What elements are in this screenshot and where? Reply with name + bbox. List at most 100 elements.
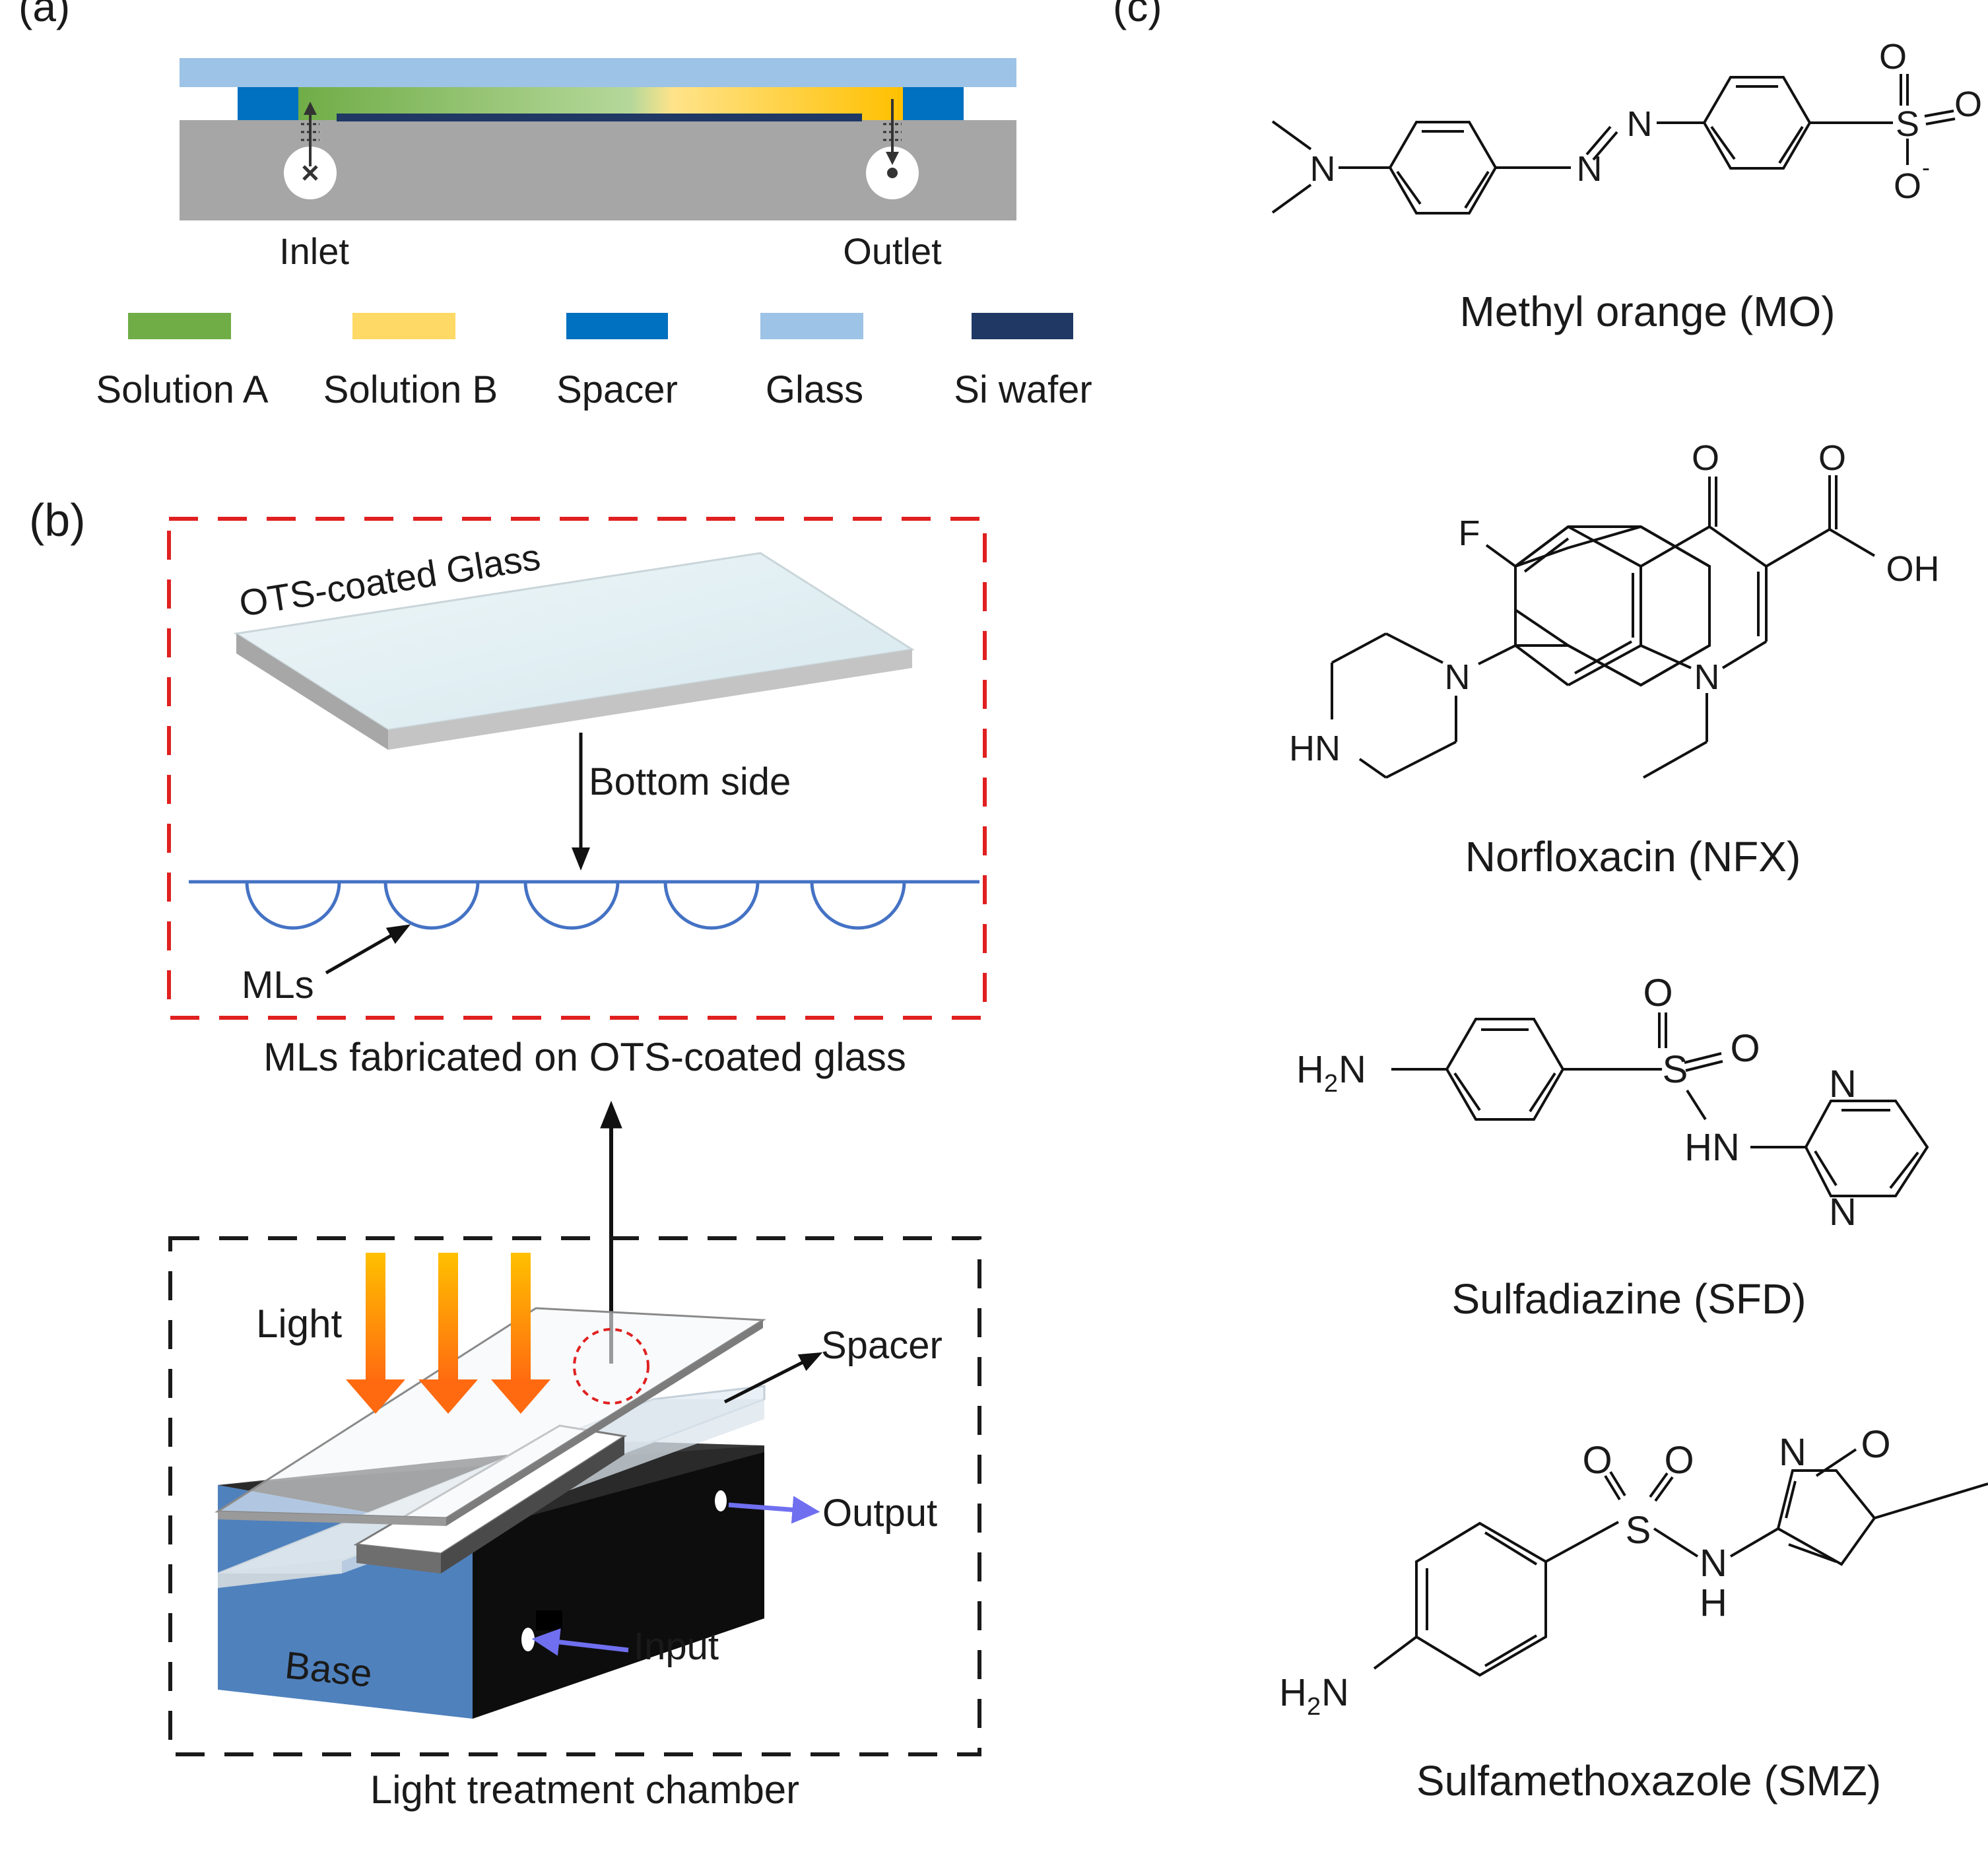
legend-swatch-spacer	[566, 313, 668, 339]
input-arrow	[531, 1628, 629, 1656]
light-arrows	[346, 1253, 550, 1414]
nfx-atom-n-ring: N	[1694, 657, 1720, 697]
smz-atom-o-iso: O	[1861, 1423, 1890, 1466]
ots-glass-front	[236, 634, 388, 750]
norfloxacin-name: Norfloxacin (NFX)	[1465, 833, 1801, 880]
panel-a-label: (a)	[18, 0, 70, 30]
legend-solution-b: Solution B	[323, 313, 498, 411]
sulfamethoxazole-name: Sulfamethoxazole (SMZ)	[1416, 1757, 1881, 1805]
bottom-caption: Light treatment chamber	[370, 1768, 799, 1812]
microlens-3	[523, 881, 620, 930]
top-caption: MLs fabricated on OTS-coated glass	[263, 1035, 906, 1079]
panel-c-label: (c)	[1113, 0, 1162, 30]
legend-spacer: Spacer	[556, 313, 678, 411]
mo-atom-o1: O	[1879, 37, 1907, 77]
spacer-label: Spacer	[821, 1324, 943, 1367]
smz-atom-h: H	[1279, 1671, 1307, 1714]
input-label: Input	[634, 1625, 719, 1668]
panel-b: (b) OTS-coated Glass Bottom side MLs MLs…	[29, 494, 987, 1812]
spacer-right	[903, 87, 964, 120]
nfx-atom-o-acid: O	[1818, 438, 1846, 478]
spacer-left	[238, 87, 298, 120]
light-arrow-2	[418, 1253, 478, 1414]
sfd-atom-hn: HN	[1684, 1126, 1740, 1169]
input-port	[521, 1628, 535, 1651]
output-port	[715, 1490, 727, 1511]
microlens-1	[245, 881, 341, 930]
microlens-4	[663, 881, 760, 930]
spacer-strip-side	[441, 1436, 624, 1574]
norfloxacin-atoms: F O O OH N HN N	[1289, 438, 1940, 768]
ots-glass-slab	[233, 552, 915, 750]
mo-atom-n-azo2: N	[1627, 104, 1653, 144]
spacer-pointer-arrow	[723, 1352, 823, 1404]
black-dashed-box	[168, 1236, 981, 1756]
outlet-label: Outlet	[843, 230, 942, 272]
smz-atom-sub2: 2	[1307, 1693, 1321, 1721]
sulfadiazine-name: Sulfadiazine (SFD)	[1451, 1275, 1806, 1323]
legend-solution-a: Solution A	[96, 313, 269, 411]
legend: Solution A Solution B Spacer Glass Si wa…	[96, 313, 1092, 411]
methyl-orange-atoms: N N N S O O O -	[1310, 37, 1983, 206]
smz-connector	[1815, 1448, 1857, 1477]
mo-atom-o3: O	[1894, 166, 1921, 206]
mo-charge: -	[1922, 154, 1930, 181]
sulfamethoxazole-structure	[1373, 1469, 1988, 1677]
smz-atom-o2: O	[1664, 1439, 1694, 1482]
inlet-dashes	[301, 123, 319, 141]
red-dashed-box	[167, 517, 987, 1020]
smz-atom-n: N	[1700, 1542, 1727, 1585]
nfx-atom-oh: OH	[1886, 549, 1940, 589]
inlet-x-mark	[302, 165, 318, 181]
light-arrow-1	[346, 1253, 405, 1414]
sfd-atom-o1: O	[1643, 972, 1673, 1014]
legend-swatch-solution-b	[352, 313, 455, 339]
methyl-orange-structure	[1271, 74, 1956, 215]
legend-swatch-si-wafer	[972, 313, 1073, 339]
smz-atom-s: S	[1626, 1509, 1651, 1552]
sfd-atom-o2: O	[1730, 1027, 1760, 1070]
sulfadiazine-atoms: H 2 N S O O HN N N	[1296, 972, 1857, 1234]
sulfadiazine-structure	[1391, 1012, 1929, 1197]
sfd-atom-n1: N	[1829, 1063, 1857, 1106]
top-glass-side	[446, 1320, 763, 1526]
legend-si-wafer: Si wafer	[954, 313, 1092, 411]
light-arrow-3	[491, 1253, 550, 1414]
spacer-strip-front	[356, 1544, 441, 1574]
mo-atom-s: S	[1896, 104, 1919, 144]
legend-label-spacer: Spacer	[556, 368, 678, 411]
sfd-atom-s: S	[1663, 1048, 1688, 1091]
panel-a: (a) Inlet Outlet Solution A Solution B	[18, 0, 1092, 411]
si-wafer-strip	[337, 114, 862, 121]
norfloxacin-structure	[1331, 475, 1876, 779]
mls-label: MLs	[242, 964, 314, 1007]
top-glass-plate	[215, 1307, 766, 1526]
light-label: Light	[256, 1302, 342, 1346]
microlens-2	[383, 881, 480, 930]
nfx-atom-hn: HN	[1289, 729, 1341, 768]
legend-swatch-solution-a	[128, 313, 231, 339]
legend-label-solution-a: Solution A	[96, 368, 269, 411]
outlet-dashes	[883, 123, 902, 141]
output-label: Output	[822, 1492, 937, 1535]
mo-atom-o2: O	[1954, 84, 1982, 124]
base-label: Base	[283, 1643, 374, 1695]
output-arrow	[728, 1496, 820, 1524]
legend-glass: Glass	[760, 313, 863, 411]
nfx-atom-f: F	[1459, 514, 1480, 553]
panel-c: (c) N N N	[1113, 0, 1988, 1805]
mls-pointer-arrow	[325, 924, 411, 975]
inlet-label: Inlet	[279, 230, 349, 272]
magnified-region-circle	[573, 1328, 649, 1405]
sfd-atom-h: H	[1296, 1048, 1324, 1091]
nfx-atom-n-piperazine: N	[1445, 657, 1471, 697]
smz-atom-n-amino: N	[1321, 1671, 1349, 1714]
legend-label-glass: Glass	[766, 368, 863, 411]
sfd-atom-n2: N	[1829, 1191, 1857, 1234]
panel-b-label: (b)	[29, 494, 86, 546]
ots-glass-side	[388, 649, 912, 750]
sulfamethoxazole-atoms: S O O N H N O H 2 N	[1279, 1423, 1891, 1721]
legend-label-si-wafer: Si wafer	[954, 368, 1092, 411]
bottom-side-label: Bottom side	[589, 760, 791, 803]
